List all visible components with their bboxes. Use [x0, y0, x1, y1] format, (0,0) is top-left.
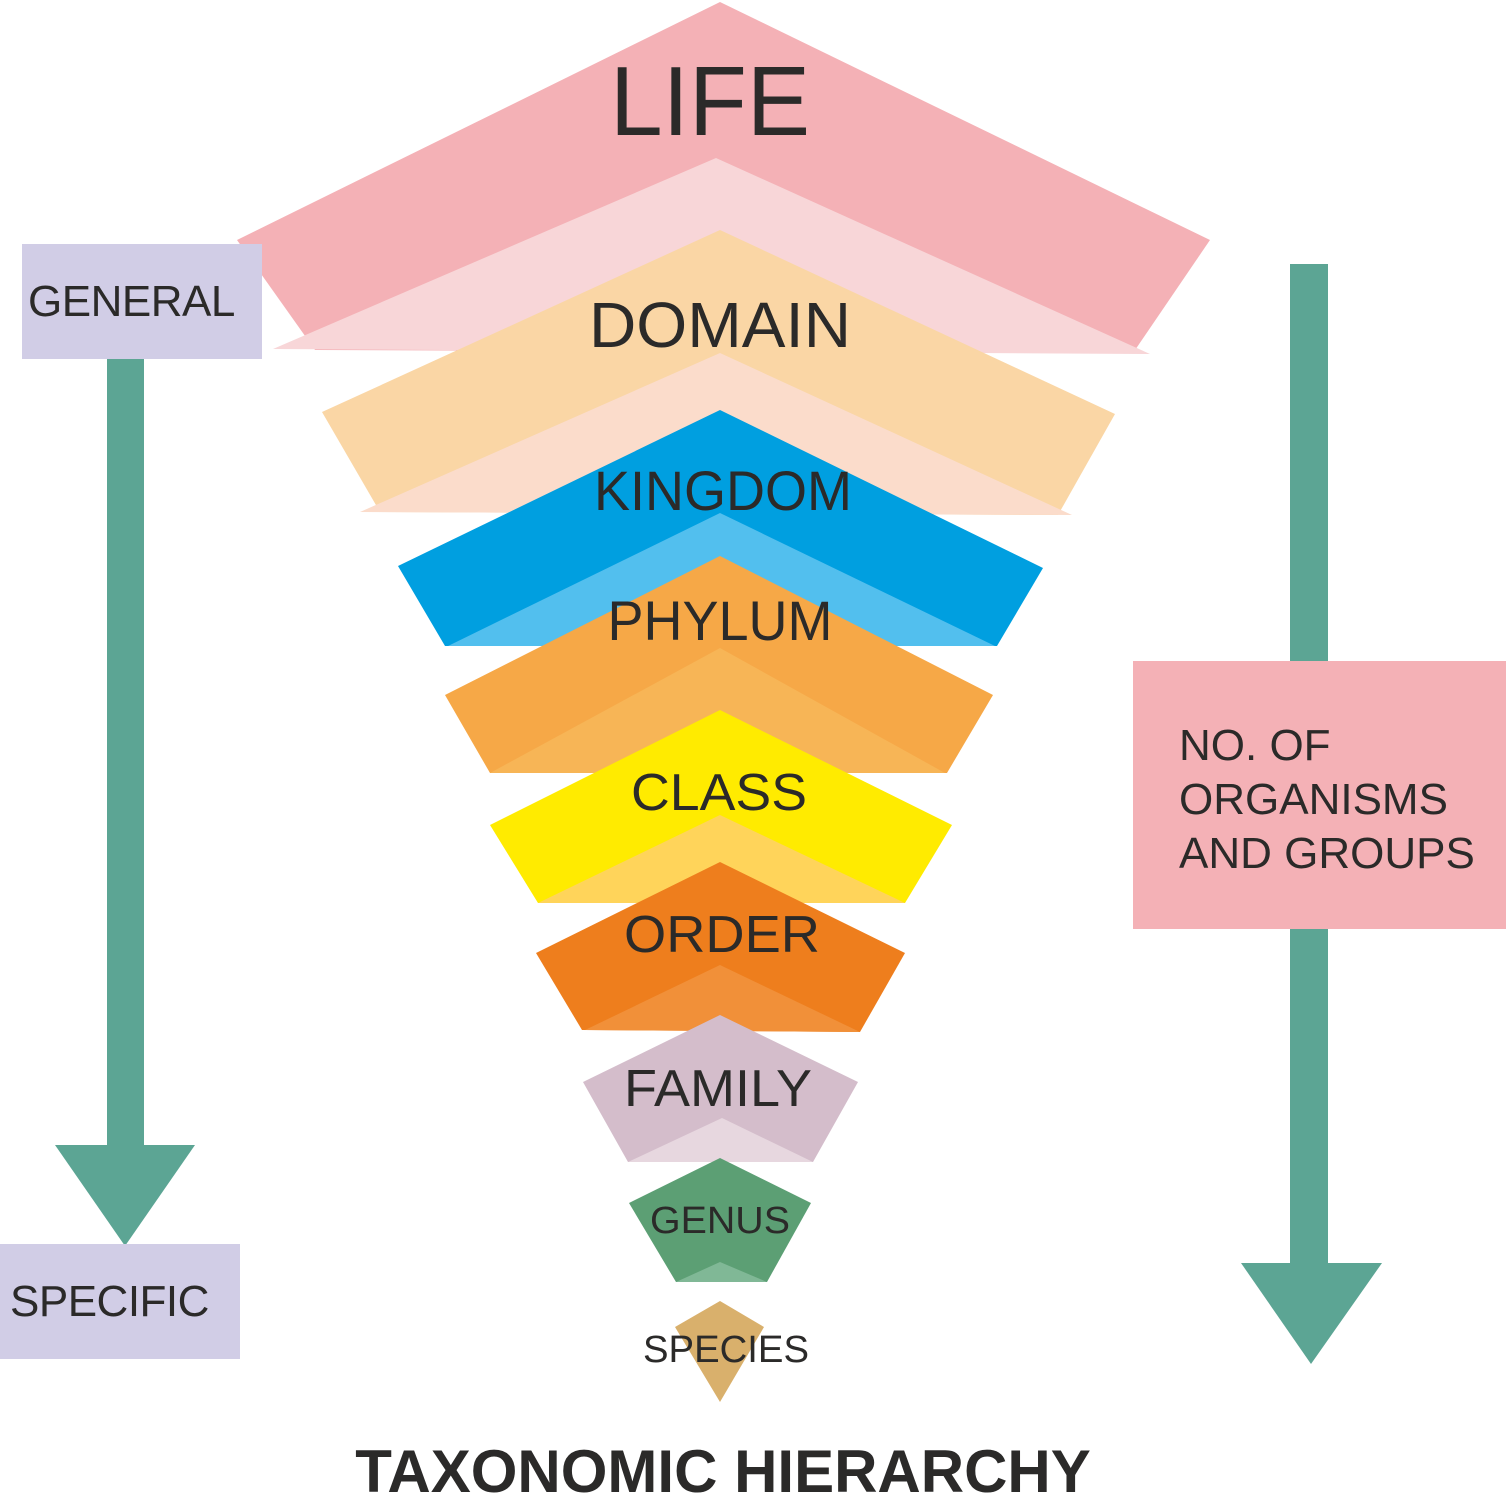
- level-inner-chevron-class: [538, 815, 905, 903]
- level-label-species: SPECIES: [643, 1329, 809, 1371]
- specific-label-box: SPECIFIC: [0, 1244, 240, 1359]
- level-shape-genus: [629, 1158, 811, 1282]
- level-inner-chevron-genus: [676, 1262, 767, 1282]
- general-label-box: GENERAL: [22, 244, 262, 359]
- left-down-arrow: [55, 358, 195, 1246]
- organisms-label-line-2: ORGANISMS: [1179, 775, 1448, 824]
- level-label-genus: GENUS: [650, 1200, 790, 1242]
- level-shape-family: [583, 1015, 858, 1162]
- level-shape-order: [536, 862, 905, 1032]
- level-body-species: [675, 1301, 764, 1402]
- level-shape-class: [490, 710, 952, 903]
- right-arrow-head: [1241, 1263, 1382, 1364]
- hierarchy-labels: LIFE DOMAIN KINGDOM PHYLUM CLASS ORDER F…: [589, 46, 852, 1371]
- level-inner-chevron-order: [585, 965, 860, 1032]
- organisms-label-line-1: NO. OF: [1179, 721, 1331, 770]
- level-label-life: LIFE: [610, 46, 810, 156]
- level-shape-species: [675, 1301, 764, 1402]
- level-body-genus: [629, 1158, 811, 1282]
- level-inner-chevron-family: [628, 1118, 813, 1162]
- diagram-title: TAXONOMIC HIERARCHY: [355, 1438, 1091, 1505]
- level-label-phylum: PHYLUM: [608, 589, 833, 652]
- level-inner-chevron-phylum: [490, 648, 945, 773]
- level-body-order: [536, 862, 905, 1032]
- hierarchy-layers: [237, 2, 1210, 1402]
- level-label-class: CLASS: [631, 764, 807, 822]
- organisms-label-line-3: AND GROUPS: [1179, 829, 1475, 878]
- specific-label: SPECIFIC: [10, 1277, 209, 1326]
- level-label-order: ORDER: [624, 906, 820, 964]
- organisms-count-box: NO. OF ORGANISMS AND GROUPS: [1133, 661, 1506, 929]
- level-body-family: [583, 1015, 858, 1162]
- level-label-domain: DOMAIN: [589, 289, 851, 361]
- left-arrow-head: [55, 1145, 195, 1246]
- level-body-class: [490, 710, 952, 903]
- general-label: GENERAL: [28, 277, 235, 326]
- left-arrow-shaft: [107, 358, 144, 1148]
- level-label-kingdom: KINGDOM: [594, 459, 852, 522]
- level-label-family: FAMILY: [624, 1060, 812, 1118]
- level-shape-phylum: [445, 556, 993, 773]
